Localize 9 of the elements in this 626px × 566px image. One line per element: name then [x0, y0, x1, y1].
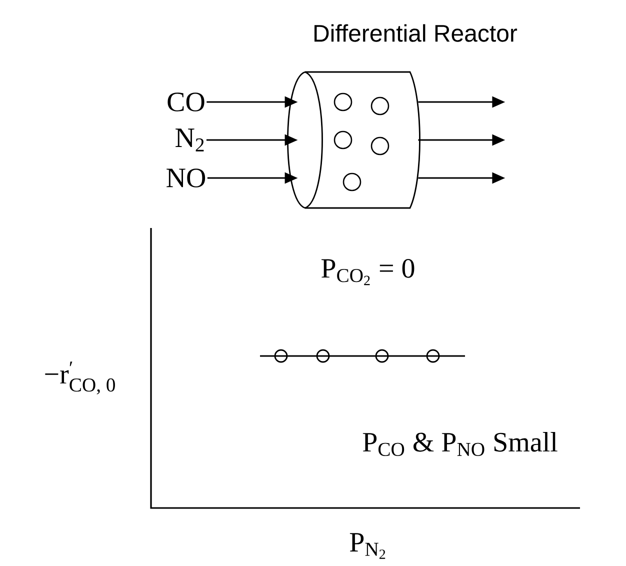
axis-label: $\text{−r}^{\text{′}}_{\text{CO, 0}}$: [45, 362, 115, 394]
feed-label: CO: [168, 92, 204, 112]
axis-label: $\text{P}_{\text{N}_{\text{2}}}$: [350, 533, 386, 559]
title: Differential Reactor: [314, 24, 518, 42]
feed-label: N$_{2}$: [176, 128, 204, 152]
feed-label: NO: [166, 168, 206, 188]
condition-label: $\text{P}_{\text{CO}_{\text{2}}}\text{ = 0}$: [322, 258, 414, 286]
reactor-drawing: [287, 71, 420, 209]
condition-label: P$_{CO}$ & P$_{NO}$ Small: [362, 432, 558, 456]
